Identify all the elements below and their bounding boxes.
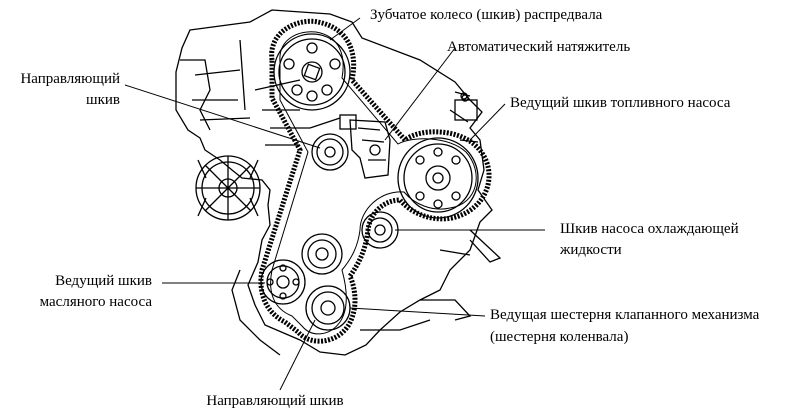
head-cover-lines [254, 79, 341, 146]
fuel-pump-sprocket [397, 137, 479, 219]
oil-pump-sprocket [260, 259, 306, 305]
timing-belt [258, 18, 492, 344]
leader-lines [124, 17, 545, 391]
guide-pulley-upper [311, 133, 349, 171]
label-auto-tensioner: Автоматический натяжитель [447, 39, 631, 55]
label-fuel-pump-pulley: Ведущий шкив топливного насоса [510, 95, 731, 111]
alternator-fan [195, 155, 261, 221]
side-bracket [454, 99, 478, 121]
camshaft-sprocket [273, 33, 351, 111]
label-guide-pulley-bottom: Направляющий шкив [206, 393, 344, 409]
side-bolt [460, 92, 468, 100]
label-coolant-pump-2: жидкости [560, 242, 622, 258]
coolant-pump-pulley [361, 211, 399, 249]
label-oil-pump-2: масляного насоса [39, 294, 152, 310]
label-coolant-pump-1: Шкив насоса охлаждающей [560, 221, 739, 237]
engine-detail-left [180, 39, 251, 131]
engine-block-outline [175, 9, 493, 356]
timing-belt-inner [270, 31, 477, 335]
engine-detail-lower [231, 229, 502, 356]
label-oil-pump-1: Ведущий шкив [55, 273, 152, 289]
crankshaft-sprocket [305, 285, 351, 331]
label-guide-pulley-top-1: Направляющий [20, 71, 120, 87]
label-crank-gear-2: (шестерня коленвала) [490, 329, 629, 345]
label-camshaft-pulley: Зубчатое колесо (шкив) распредвала [370, 7, 603, 23]
label-crank-gear-1: Ведущая шестерня клапанного механизма [490, 307, 760, 323]
label-guide-pulley-top-2: шкив [86, 92, 120, 108]
automatic-tensioner [339, 114, 391, 179]
guide-pulley-middle [301, 233, 343, 275]
